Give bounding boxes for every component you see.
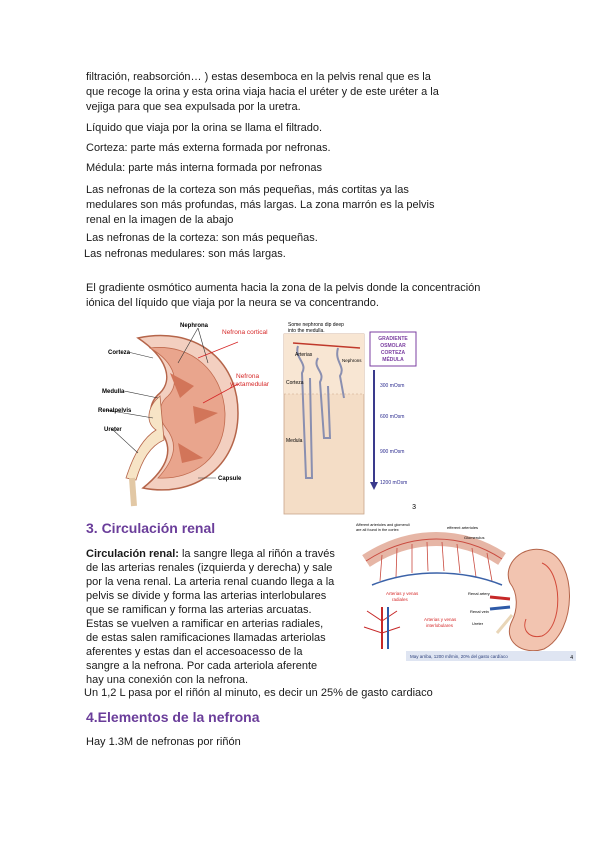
circulacion-line-8: aferentes y estas dan el accesoacesso de…: [86, 646, 303, 658]
medulares-large-text: Las nefronas medulares: son más largas.: [84, 248, 286, 260]
osmolar-gradient: GRADIENTE OSMOLAR CORTEZA MÉDULA 300 mOs…: [369, 331, 417, 490]
caption-line-1: Some nephrons dip deep: [288, 322, 344, 328]
gradiente-line-1: El gradiente osmótico aumenta hacia la z…: [86, 282, 481, 294]
intro-line-3: vejiga para que sea expulsada por la ure…: [86, 101, 301, 113]
label-renalpelvis: Renalpelvis: [98, 408, 132, 414]
circulacion-lead: Circulación renal:: [86, 548, 179, 560]
vessel-tree: [363, 607, 401, 649]
kidney-nephron-figure: Nephrona Corteza Medulla Renalpelvis Ure…: [98, 318, 420, 518]
label-nefrona-yuxta-1: Nefrona: [236, 373, 260, 380]
osm-1200: 1200 mOsm: [380, 480, 407, 486]
fig2-page-number: 4: [570, 655, 573, 661]
nefronas-line-1: Las nefronas de la corteza son más peque…: [86, 184, 409, 196]
fig2-glomerulus: Glomerulus: [464, 535, 484, 540]
fig2-top-label-1: Afferent arterioles and glomeruli: [356, 523, 410, 527]
caption-line-2: into the medulla.: [288, 328, 325, 334]
corteza-small-text: Las nefronas de la corteza: son más pequ…: [86, 232, 318, 244]
circulacion-line-4: pelvis se divide y forma las arterias in…: [86, 590, 327, 602]
label-arterias: Arterias: [295, 352, 313, 358]
fig2-top-label-2: are all found in the cortex: [356, 528, 399, 532]
gradient-line-1: GRADIENTE: [378, 336, 408, 342]
label-corteza-middle: Corteza: [286, 380, 304, 386]
gradient-line-4: MÉDULA: [382, 355, 404, 363]
label-nephrons: Nephrons: [342, 358, 362, 363]
nefronas-line-2: medulares son más profundas, más largas.…: [86, 199, 435, 211]
fig2-arterias-radiales-2: radiales: [392, 597, 409, 602]
corteza-text: Corteza: parte más externa formada por n…: [86, 142, 331, 154]
gradiente-line-2: iónica del líquido que viaja por la neur…: [86, 297, 379, 309]
label-medulla: Medulla: [102, 389, 125, 395]
figure1-page-number: 3: [412, 504, 416, 511]
renal-circulation-svg: Afferent arterioles and glomeruli are al…: [356, 523, 576, 661]
fig2-ureter: Ureter: [472, 621, 484, 626]
kidney-nephron-svg: Nephrona Corteza Medulla Renalpelvis Ure…: [98, 322, 417, 515]
label-nefrona-cortical: Nefrona cortical: [222, 329, 268, 336]
section-4-title: 4.Elementos de la nefrona: [86, 709, 260, 725]
circulacion-line-7: de estas salen ramificaciones llamadas a…: [86, 632, 326, 644]
nefronas-count-text: Hay 1.3M de nefronas por riñón: [86, 736, 241, 748]
fig2-renal-artery: Renal artery: [468, 591, 490, 596]
intro-line-2: que recoge la orina y esta orina viaja h…: [86, 86, 439, 98]
osm-600: 600 mOsm: [380, 414, 404, 420]
label-medula-middle: Medula: [286, 438, 303, 444]
gradient-line-2: OSMOLAR: [380, 343, 406, 349]
osm-900: 900 mOsm: [380, 449, 404, 455]
circulacion-line-6: Estas se vuelven a ramificar en arterias…: [86, 618, 324, 630]
kidney-cross-section: Nephrona Corteza Medulla Renalpelvis Ure…: [98, 323, 270, 507]
nephron-column: Some nephrons dip deep into the medulla.…: [283, 322, 365, 515]
osm-300: 300 mOsm: [380, 383, 404, 389]
renal-circulation-figure: Afferent arterioles and glomeruli are al…: [352, 521, 578, 663]
label-ureter: Ureter: [104, 427, 122, 433]
circulacion-line-1-rest: la sangre llega al riñón a través: [178, 548, 335, 560]
section-3-title: 3. Circulación renal: [86, 520, 216, 536]
circulacion-line-10: hay una conexión con la nefrona.: [86, 674, 249, 686]
label-capsule: Capsule: [218, 476, 242, 482]
fig2-interlobulares-2: interlobulares: [426, 623, 454, 628]
fig2-caption: May arriba, 1200 ml/min, 20% del gasto c…: [410, 654, 508, 659]
label-nephrona: Nephrona: [180, 323, 209, 329]
flow-rate-text: Un 1,2 L pasa por el riñón al minuto, es…: [84, 687, 433, 699]
circulacion-line-5: que se ramifican y forma las arterias ar…: [86, 604, 312, 616]
fig2-efferent: efferent arterioles: [447, 525, 478, 530]
radial-arteries: [379, 541, 493, 582]
kidney-vascular: [489, 548, 570, 652]
fig2-interlobulares-1: Arterias y venas: [424, 617, 457, 622]
fig2-renal-vein: Renal vein: [470, 609, 489, 614]
label-corteza: Corteza: [108, 350, 131, 356]
circulacion-line-1: Circulación renal: la sangre llega al ri…: [86, 547, 335, 562]
circulacion-line-3: por la vena renal. La arteria renal cuan…: [86, 576, 335, 588]
filtrado-text: Líquido que viaja por la orina se llama …: [86, 122, 323, 134]
medula-text: Médula: parte más interna formada por ne…: [86, 162, 323, 174]
circulacion-line-9: sangre a la nefrona. Por cada arteriola …: [86, 660, 318, 672]
circulacion-line-2: de las arterias renales (izquierda y der…: [86, 562, 333, 574]
fig2-arterias-radiales-1: Arterias y venas: [386, 591, 419, 596]
gradient-line-3: CORTEZA: [381, 350, 406, 356]
intro-line-1: filtración, reabsorción… ) estas desembo…: [86, 71, 431, 83]
label-nefrona-yuxta-2: yuxtamedular: [230, 381, 270, 388]
nefronas-line-3: renal en la imagen de la abajo: [86, 214, 234, 226]
